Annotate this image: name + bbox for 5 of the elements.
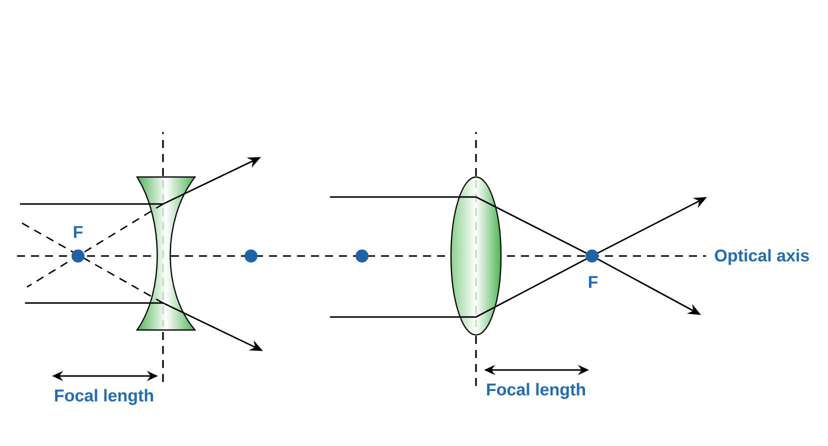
focal-point-label: F <box>74 226 83 238</box>
focal-length-label: Focal length <box>487 383 585 399</box>
axis-label: Optical axis <box>714 249 809 265</box>
focal-length-label: Focal length <box>55 389 153 405</box>
focal-point-label: F <box>588 276 598 288</box>
